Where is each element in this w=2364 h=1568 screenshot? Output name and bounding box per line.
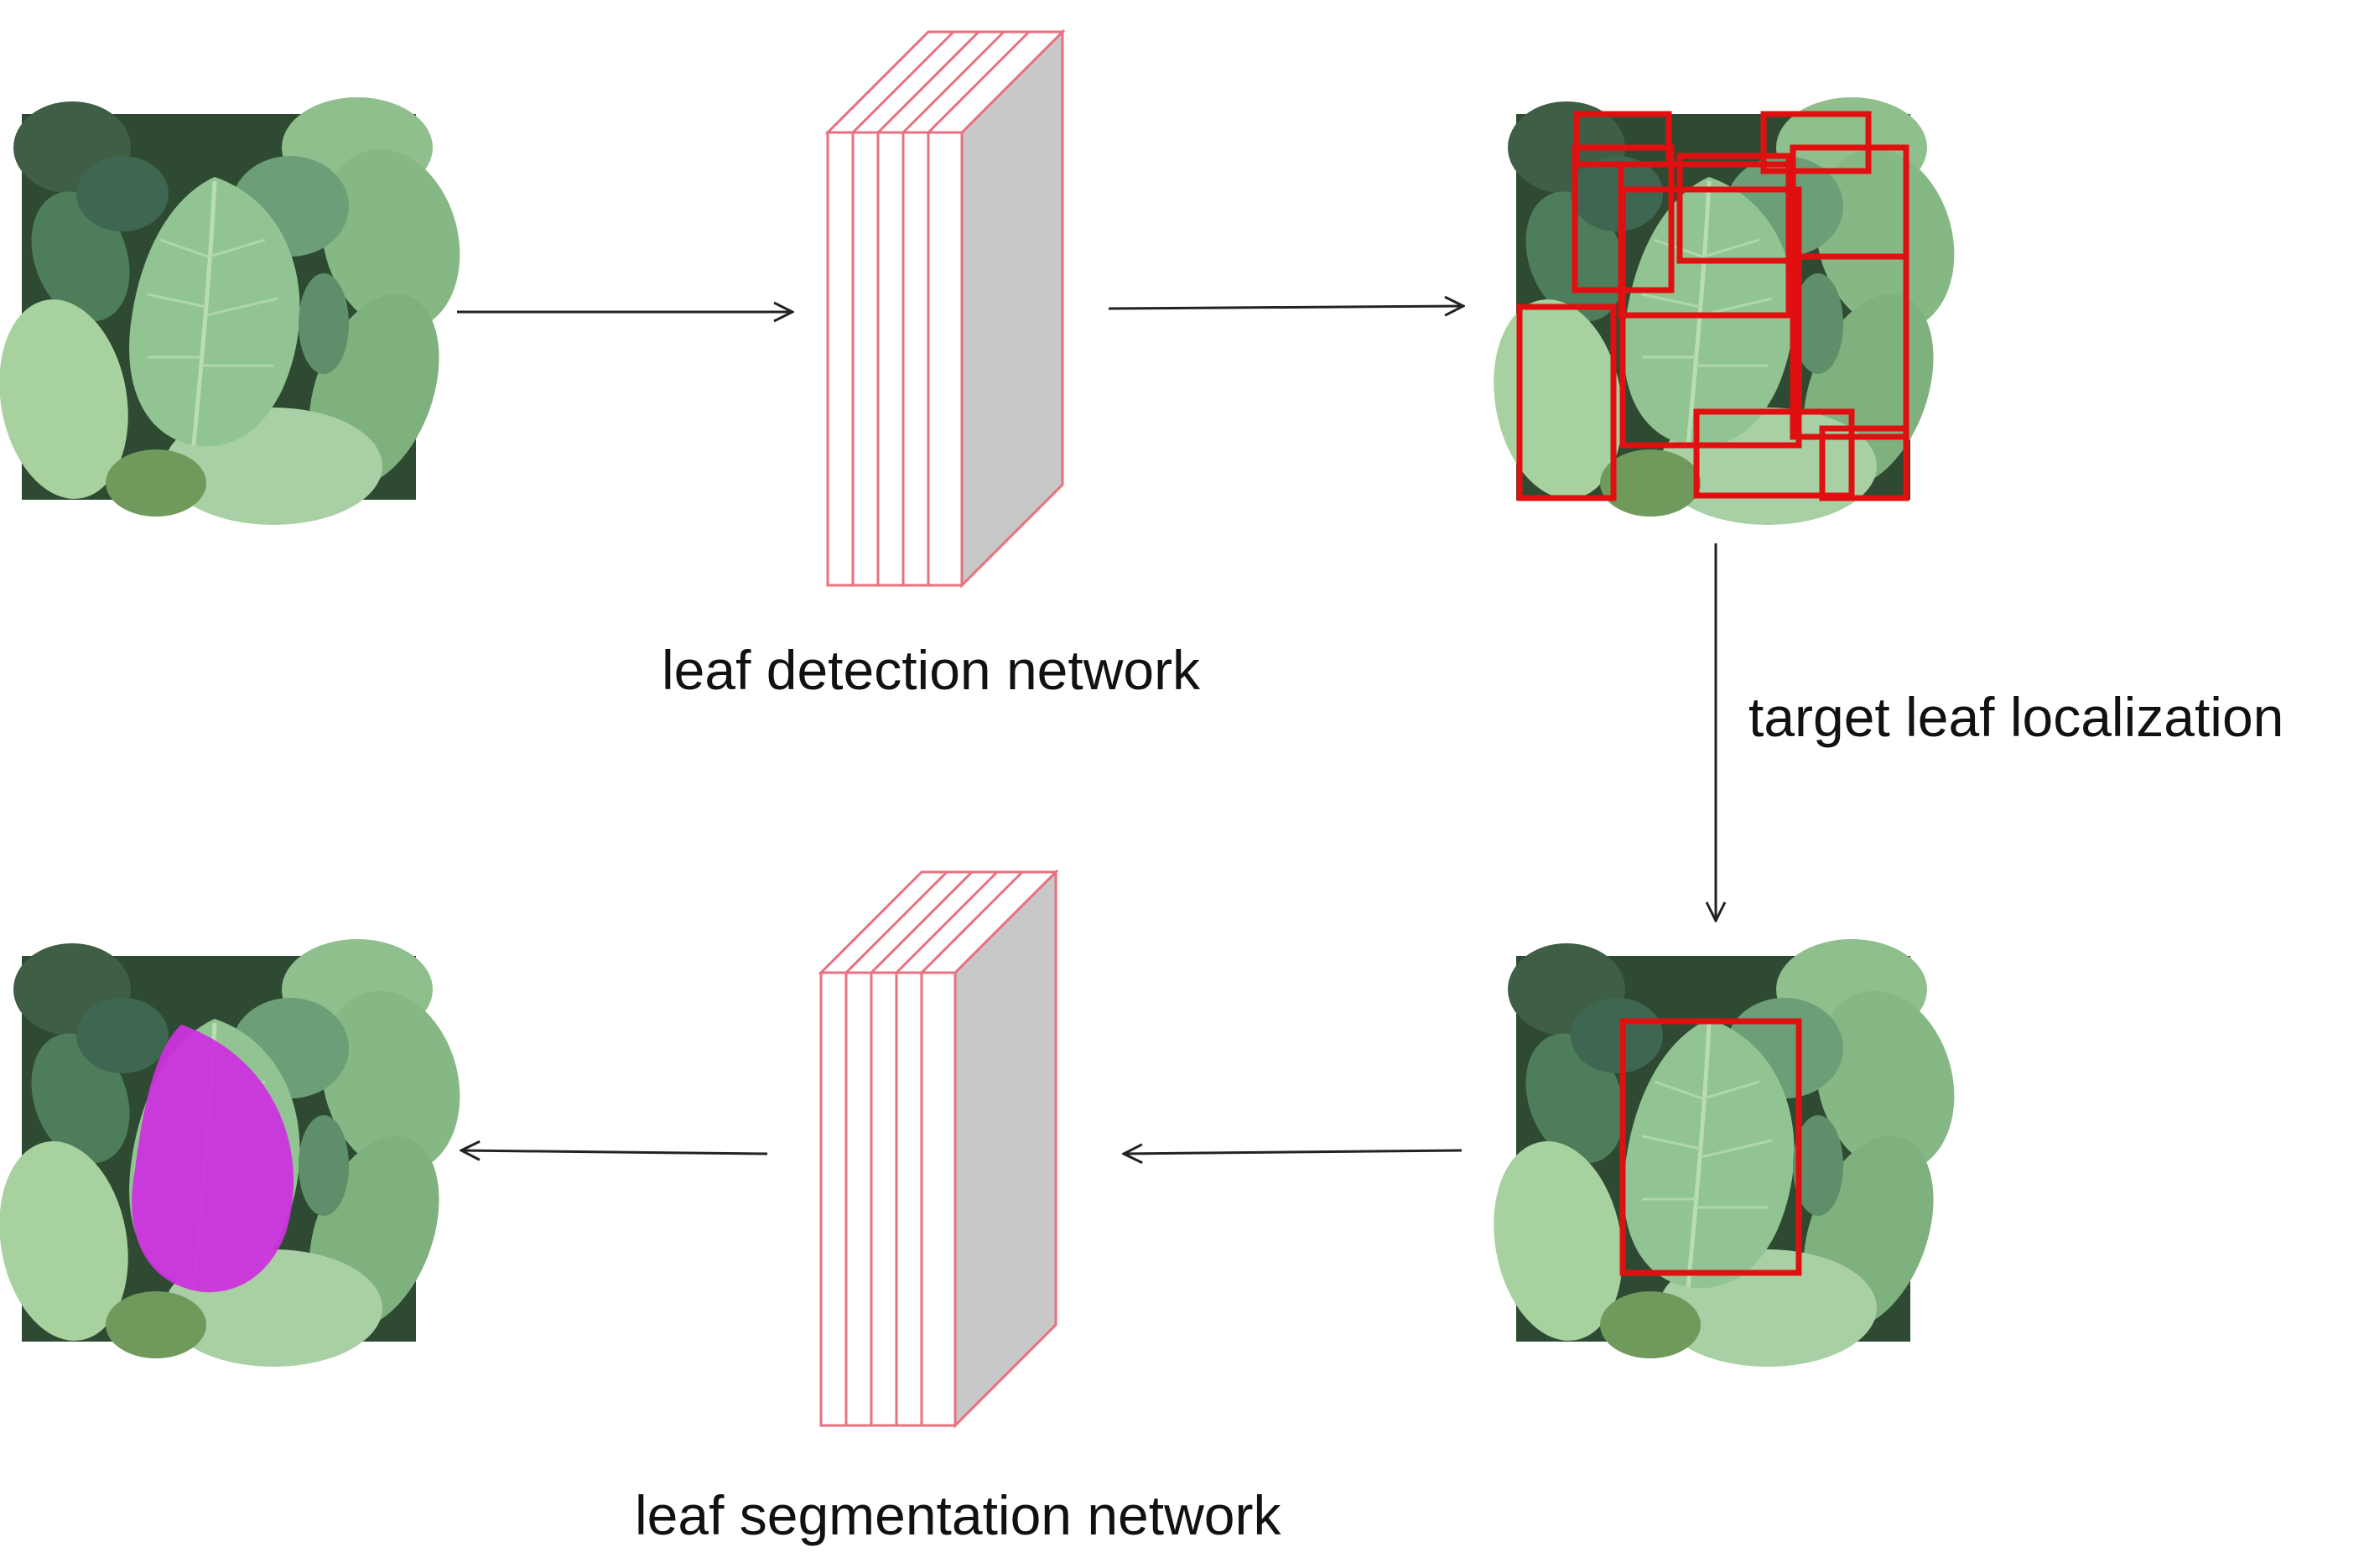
detection-network-block bbox=[826, 30, 1064, 587]
detection-box bbox=[1619, 186, 1802, 449]
detection-network-label: leaf detection network bbox=[662, 639, 1201, 701]
arrow-target-to-segmentation bbox=[1124, 1150, 1463, 1154]
detection-box bbox=[1693, 408, 1855, 499]
detection-box bbox=[1516, 304, 1617, 501]
localization-step-label: target leaf localization bbox=[1748, 686, 2283, 748]
segmentation-mask bbox=[132, 1025, 294, 1293]
detection-box bbox=[1760, 111, 1872, 174]
segmentation-network-label: leaf segmentation network bbox=[635, 1484, 1281, 1546]
target-leaf-image bbox=[1478, 939, 1973, 1367]
target-box bbox=[1619, 1018, 1802, 1276]
segmentation-network-block bbox=[819, 870, 1057, 1427]
input-image bbox=[0, 97, 480, 525]
arrow-detection-to-boxes bbox=[1108, 306, 1463, 309]
detection-box bbox=[1819, 425, 1909, 501]
detection-box bbox=[1676, 153, 1792, 264]
segmented-leaf-image bbox=[0, 939, 480, 1367]
arrow-segmentation-to-output bbox=[461, 1150, 768, 1154]
detected-leaves-image bbox=[1478, 97, 1973, 525]
